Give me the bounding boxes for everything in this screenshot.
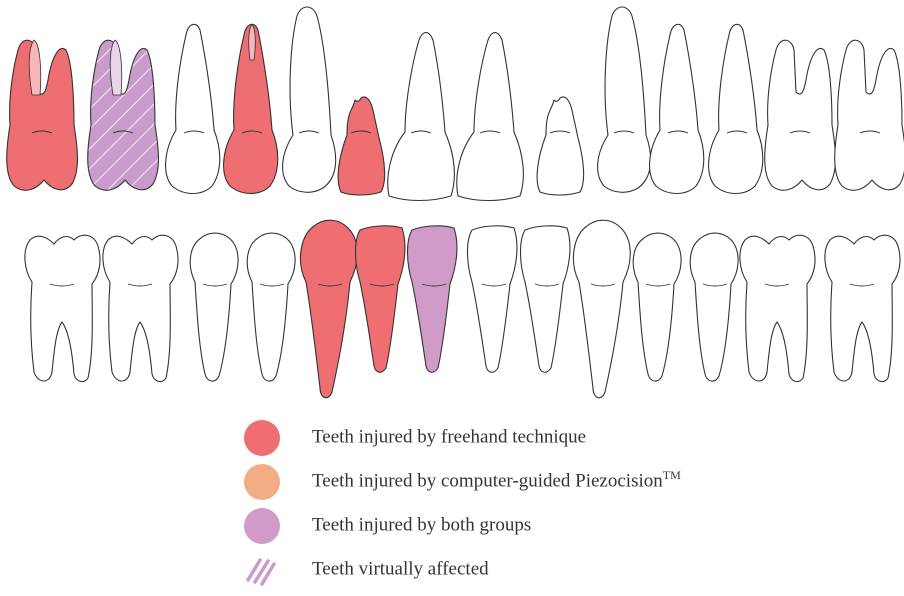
tooth-outline [25, 235, 100, 381]
tooth-outline [388, 33, 455, 201]
legend-label-piezocision: Teeth injured by computer-guided Piezoci… [312, 468, 681, 492]
lower-tooth-12 [690, 233, 738, 381]
upper-tooth-8 [457, 33, 524, 201]
lower-tooth-10 [573, 220, 630, 398]
legend-swatch-virtual [240, 552, 284, 588]
lower-tooth-14 [825, 235, 900, 381]
upper-arch [7, 7, 904, 201]
lower-tooth-8 [468, 226, 517, 372]
tooth-outline [190, 233, 238, 381]
tooth-outline [338, 97, 385, 195]
lower-tooth-4 [247, 233, 295, 381]
upper-tooth-14 [835, 40, 904, 190]
tooth-outline [408, 226, 457, 372]
swatch-circle [244, 464, 280, 500]
tooth-outline [835, 40, 904, 190]
upper-tooth-9 [537, 97, 584, 195]
upper-tooth-4 [224, 24, 278, 194]
lower-tooth-13 [740, 235, 815, 381]
tooth-outline [709, 24, 763, 193]
upper-tooth-7 [388, 33, 455, 201]
lower-arch [25, 220, 900, 398]
upper-tooth-11 [650, 24, 704, 193]
upper-tooth-6 [338, 97, 385, 195]
tooth-outline [300, 220, 357, 398]
tooth-outline [356, 226, 405, 372]
tooth-outline [825, 235, 900, 381]
tooth-outline [283, 7, 336, 192]
lower-tooth-3 [190, 233, 238, 381]
hatch-icon [248, 560, 274, 584]
tooth-outline [521, 226, 570, 372]
tooth-outline [690, 233, 738, 381]
legend-label-virtual: Teeth virtually affected [312, 556, 489, 580]
upper-tooth-1 [7, 40, 78, 190]
tooth-outline [740, 235, 815, 381]
lower-tooth-5 [300, 220, 357, 398]
legend-swatch-piezocision [240, 464, 284, 500]
swatch-circle [244, 508, 280, 544]
tooth-outline [166, 24, 220, 193]
upper-tooth-5 [283, 7, 336, 192]
legend-swatch-freehand [240, 420, 284, 456]
lower-tooth-1 [25, 235, 100, 381]
tooth-outline [598, 7, 651, 192]
legend-label-both: Teeth injured by both groups [312, 512, 531, 536]
lower-tooth-6 [356, 226, 405, 372]
tooth-outline [247, 233, 295, 381]
tooth-outline [103, 235, 178, 381]
root-highlight [249, 24, 256, 60]
lower-tooth-11 [633, 233, 681, 381]
tooth-outline [7, 40, 78, 190]
legend-label-freehand: Teeth injured by freehand technique [312, 424, 586, 448]
tooth-outline [765, 40, 836, 190]
lower-tooth-7 [408, 226, 457, 372]
lower-tooth-2 [103, 235, 178, 381]
tooth-outline [650, 24, 704, 193]
tooth-outline [457, 33, 524, 201]
upper-tooth-2 [88, 40, 159, 190]
swatch-circle [244, 420, 280, 456]
upper-tooth-10 [598, 7, 651, 192]
tooth-outline [537, 97, 584, 195]
tooth-outline [88, 40, 159, 190]
root-highlight [29, 40, 41, 95]
lower-tooth-9 [521, 226, 570, 372]
upper-tooth-13 [765, 40, 836, 190]
legend-swatch-both [240, 508, 284, 544]
tooth-outline [633, 233, 681, 381]
upper-tooth-12 [709, 24, 763, 193]
tooth-outline [573, 220, 630, 398]
tooth-outline [468, 226, 517, 372]
dental-chart [0, 0, 904, 410]
root-highlight [110, 40, 122, 95]
upper-tooth-3 [166, 24, 220, 193]
